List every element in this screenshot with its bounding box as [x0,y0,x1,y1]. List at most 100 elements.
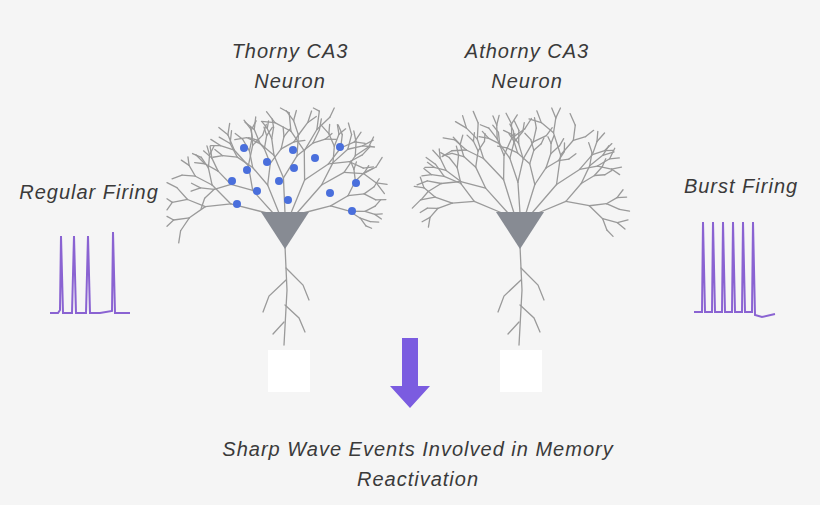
dendrite [606,204,619,210]
regular-spike-trace [50,232,130,313]
dendrite [363,174,376,183]
dendrite [518,182,520,213]
dendrite [498,132,499,143]
dendrite [427,181,441,184]
dendrite [412,200,420,208]
dendrite [554,118,556,133]
dendrite [476,151,478,167]
dendrite [235,138,247,140]
dendrite [262,122,267,129]
dendrite [449,157,457,167]
dendrite [298,122,307,135]
dendrite [493,125,499,132]
dendrite [497,115,499,125]
dendrite [504,138,512,155]
dendrite [533,128,536,142]
dendrite [212,158,218,171]
dendrite [420,208,427,212]
dendrite [192,183,201,188]
dendrite [181,218,190,231]
dendrite [283,156,297,178]
dendrite [430,208,438,217]
dendrite [422,175,432,176]
dendrite [201,157,208,168]
dendrite [230,131,231,144]
dendrite [177,188,188,200]
dendrite [213,156,223,158]
dendrite [518,159,523,182]
dendrite [189,165,195,176]
dendrite [523,123,524,132]
dendrite [245,122,254,129]
dendrite [189,207,205,218]
dendrite [508,322,519,334]
dendrite [432,175,445,177]
dendrite [538,201,566,213]
dendrite [200,188,214,189]
dendrite [452,201,474,203]
dendrite [503,155,505,179]
dendrite [424,169,432,175]
dendrite [319,119,321,130]
dendrite [249,151,252,168]
dendrite [589,204,606,206]
dendrite [541,123,553,133]
dendrite [294,111,297,121]
dendrite [597,133,605,141]
dendrite [291,180,305,213]
dendrite [452,153,464,156]
dendrite [556,108,561,118]
dendrite [355,142,357,156]
dendrite [289,113,291,131]
dendrite [286,268,309,300]
dendrite [219,128,228,135]
dendrite [617,220,628,223]
dendrite [348,194,364,196]
dendrite [573,125,575,140]
dendrite [461,182,486,189]
dendrite [452,149,466,151]
dendrite [520,305,540,332]
dendrite [531,140,534,151]
athorny-neuron [412,108,629,345]
dendrite [438,203,452,208]
dendrite [328,124,330,133]
dendrite [360,218,366,226]
dendrite [594,174,604,176]
dendrite [526,184,535,213]
dendrite [534,118,536,128]
dendrite [518,130,520,143]
dendrite [280,108,289,113]
dendrite [261,121,275,122]
dendrite [500,144,510,158]
dendrite [525,119,532,129]
dendrite [532,185,557,214]
dendrite [435,164,444,176]
dendrite [548,137,551,144]
dendrite [560,139,564,146]
dendrite [264,127,267,136]
dendrite [304,129,317,150]
dendrite [339,129,346,134]
dendrite [603,219,607,230]
dendrite [467,135,473,141]
dendrite [473,141,478,151]
dendrite [603,152,614,155]
dendrite [208,168,212,185]
dendrite [535,168,546,185]
dendrite [486,188,508,213]
dendrite [541,138,544,144]
neuron-label: Athorny CA3 Neuron [447,36,607,96]
dendrite [196,155,205,164]
dendrite [534,144,541,151]
dendrite [477,139,483,158]
dendrite [446,170,461,181]
dendrite [611,169,619,175]
dendrite [435,197,452,203]
dendrite [427,207,438,208]
dendrite [521,268,544,300]
dendrite [439,149,440,159]
dendrite [513,133,515,141]
dendrite [375,200,381,206]
